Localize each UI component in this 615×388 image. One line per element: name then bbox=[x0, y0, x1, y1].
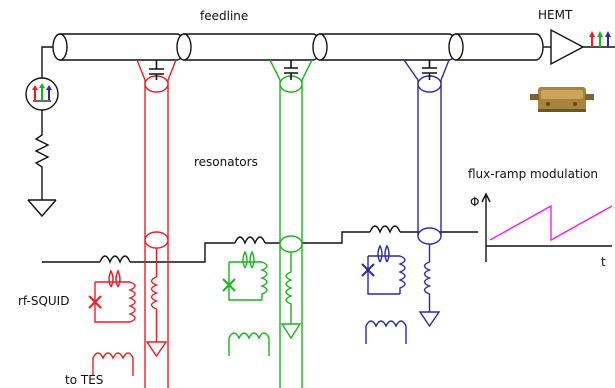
flux-ramp-sawtooth bbox=[490, 206, 612, 240]
rf-squid-green bbox=[229, 252, 267, 300]
resonators-label: resonators bbox=[194, 155, 258, 169]
ground-icon bbox=[147, 326, 166, 356]
ground-icon bbox=[28, 200, 56, 216]
feedline: feedline bbox=[42, 9, 551, 80]
flux-coupling-inductor-1 bbox=[100, 256, 130, 262]
coax-segment-1 bbox=[53, 34, 184, 60]
to-tes-label: to TES bbox=[65, 373, 103, 387]
ground-icon bbox=[282, 318, 300, 338]
flux-ramp-plot: Φ t bbox=[470, 194, 612, 269]
coax-segment-3 bbox=[313, 34, 456, 60]
resonator-green bbox=[223, 60, 312, 388]
hemt-label: HEMT bbox=[538, 8, 573, 22]
termination-resistor bbox=[36, 110, 48, 200]
t-axis-label: t bbox=[601, 255, 606, 269]
hemt-amplifier: HEMT bbox=[530, 8, 615, 112]
hemt-amplifier-photo-icon bbox=[530, 87, 594, 112]
source-circuit bbox=[26, 78, 58, 216]
ground-icon bbox=[420, 306, 439, 326]
tes-input-coil-green bbox=[229, 333, 269, 356]
rf-squid-red bbox=[95, 266, 135, 322]
resonator-blue bbox=[362, 60, 449, 344]
tes-input-coil-blue bbox=[366, 321, 406, 344]
resonator-red bbox=[89, 60, 176, 388]
rf-squid-blue bbox=[368, 246, 405, 294]
output-tones-icon bbox=[589, 31, 611, 47]
coax-segment-4 bbox=[449, 34, 543, 60]
flux-coupling-inductor-3 bbox=[370, 226, 400, 232]
phi-axis-label: Φ bbox=[470, 195, 479, 209]
feedline-label: feedline bbox=[200, 9, 248, 23]
flux-ramp-line bbox=[42, 226, 478, 262]
flux-ramp-label: flux-ramp modulation bbox=[468, 167, 598, 181]
flux-coupling-inductor-2 bbox=[235, 237, 265, 243]
rf-squid-label: rf-SQUID bbox=[18, 294, 69, 308]
multi-tone-source-icon bbox=[26, 78, 58, 110]
coax-segment-2 bbox=[177, 34, 320, 60]
amplifier-triangle-icon bbox=[551, 30, 583, 64]
